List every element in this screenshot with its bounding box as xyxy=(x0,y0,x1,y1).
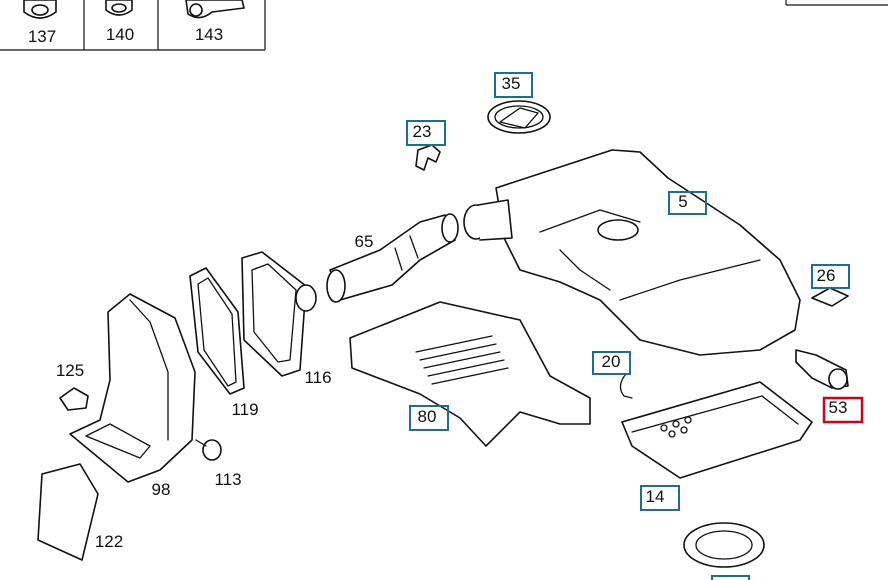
part-116-frame xyxy=(241,251,317,377)
legend-label-143: 143 xyxy=(195,25,223,44)
grommet-140-icon xyxy=(105,0,133,16)
callout-5[interactable]: 5 xyxy=(668,191,707,215)
part-14-filter xyxy=(621,381,813,479)
legend-label-137: 137 xyxy=(28,27,56,46)
callout-23[interactable]: 23 xyxy=(406,120,446,146)
legend-label-140: 140 xyxy=(106,25,134,44)
callout-98[interactable]: 98 xyxy=(152,480,171,499)
part-53-sensor xyxy=(795,349,849,390)
svg-text:20: 20 xyxy=(602,352,621,371)
svg-text:5: 5 xyxy=(678,192,687,211)
legend-table: 137 140 143 xyxy=(0,0,888,51)
callout-125[interactable]: 125 xyxy=(56,361,84,380)
callout-20[interactable]: 20 xyxy=(592,351,631,375)
part-26-clip xyxy=(811,287,849,307)
part-119-seal xyxy=(189,267,245,395)
callout-14[interactable]: 14 xyxy=(640,485,680,511)
svg-text:53: 53 xyxy=(829,398,848,417)
callout-119[interactable]: 119 xyxy=(231,400,258,419)
svg-text:26: 26 xyxy=(817,266,836,285)
svg-text:35: 35 xyxy=(502,74,521,93)
part-35-cap xyxy=(487,100,551,134)
hose-143-icon xyxy=(185,0,245,19)
callout-113[interactable]: 113 xyxy=(214,470,241,489)
callout-80[interactable]: 80 xyxy=(409,405,449,431)
svg-text:14: 14 xyxy=(646,487,665,506)
part-80-tray xyxy=(349,301,591,447)
part-65-tube xyxy=(326,213,459,303)
svg-text:80: 80 xyxy=(418,407,437,426)
callout-122[interactable]: 122 xyxy=(95,532,123,551)
callout-26[interactable]: 26 xyxy=(811,264,850,289)
svg-text:23: 23 xyxy=(413,122,432,141)
part-20-clip xyxy=(619,373,633,399)
part-5-housing xyxy=(463,149,801,356)
part-98-lower-housing xyxy=(69,293,196,483)
callout-35[interactable]: 35 xyxy=(494,72,533,98)
callout-offscreen xyxy=(711,575,750,580)
grommet-137-icon xyxy=(23,0,57,19)
part-113-bolt xyxy=(195,439,222,461)
callout-53[interactable]: 53 xyxy=(822,396,864,424)
part-125-clip xyxy=(59,387,89,411)
callout-65[interactable]: 65 xyxy=(355,232,374,251)
part-23-clip xyxy=(415,144,441,171)
callout-116[interactable]: 116 xyxy=(304,368,331,387)
ring-seal xyxy=(683,522,765,568)
part-122-panel xyxy=(37,463,99,561)
